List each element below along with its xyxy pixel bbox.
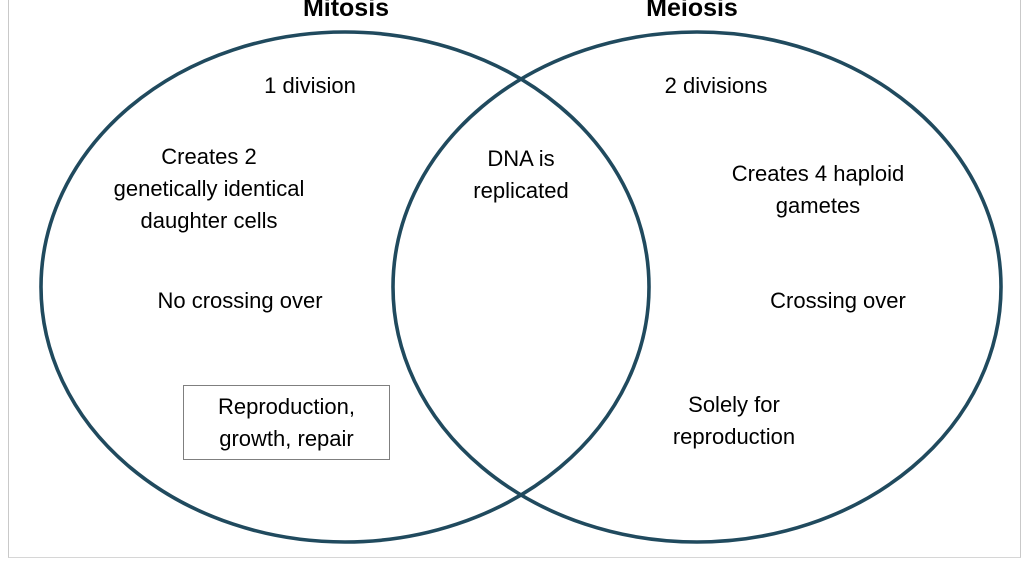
meiosis-gametes-label: Creates 4 haploid gametes <box>731 161 905 218</box>
meiosis-title: Meiosis <box>646 0 738 22</box>
meiosis-divisions-label: 2 divisions <box>664 73 768 98</box>
mitosis-divisions-label: 1 division <box>264 73 356 98</box>
mitosis-title: Mitosis <box>302 0 390 22</box>
mitosis-purpose-label: Reproduction, growth, repair <box>218 393 355 451</box>
mitosis-circle <box>39 30 651 544</box>
mitosis-crossing-over-label: No crossing over <box>157 288 323 313</box>
shared-dna-replicated-label: DNA is replicated <box>473 146 569 203</box>
meiosis-circle <box>391 30 1003 544</box>
meiosis-crossing-over-label: Crossing over <box>770 288 906 313</box>
meiosis-purpose-label: Solely for reproduction <box>672 392 796 449</box>
mitosis-purpose-box: Reproduction, growth, repair <box>183 385 390 460</box>
mitosis-daughter-cells-label: Creates 2 genetically identical daughter… <box>113 144 305 233</box>
